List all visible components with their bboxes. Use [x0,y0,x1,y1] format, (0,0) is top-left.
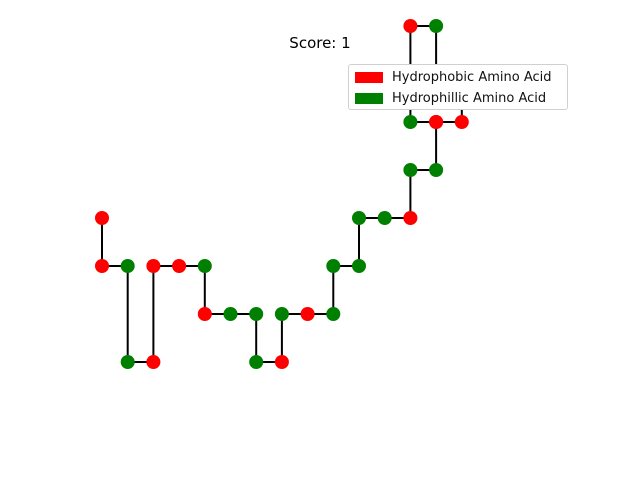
hydrophilic-label: Hydrophillic Amino Acid [392,90,547,106]
hydrophilic-residue [326,307,341,321]
hydrophobic-label: Hydrophobic Amino Acid [392,69,552,85]
legend-row-hydrophobic: Hydrophobic Amino Acid [355,68,552,86]
hydrophilic-residue [352,211,366,225]
hydrophobic-residue [172,259,187,273]
hydrophobic-residue [95,211,109,225]
hydrophilic-residue [120,259,135,273]
hydrophilic-residue [377,211,392,225]
legend: Hydrophobic Amino Acid Hydrophillic Amin… [348,64,568,110]
hydrophobic-swatch [355,71,383,83]
hydrophilic-residue [120,355,135,369]
hydrophilic-residue [429,163,444,177]
hydrophobic-residue [403,211,418,225]
hydrophilic-residue [326,259,341,273]
hydrophilic-residue [352,259,366,273]
hydrophilic-residue [403,115,418,129]
hydrophobic-residue [95,259,109,273]
hydrophilic-residue [223,307,238,321]
hydrophilic-residue [403,163,418,177]
hydrophilic-residue [249,355,264,369]
hydrophilic-residue [249,307,264,321]
hydrophilic-residue [197,259,212,273]
hydrophilic-residue [429,19,444,33]
hydrophobic-residue [146,259,161,273]
legend-row-hydrophilic: Hydrophillic Amino Acid [355,89,546,107]
hydrophobic-residue [429,115,444,129]
hydrophobic-residue [403,19,418,33]
hydrophobic-residue [274,355,289,369]
hydrophobic-residue [146,355,161,369]
hydrophobic-residue [454,115,469,129]
hydrophobic-residue [197,307,212,321]
score-title: Score: 1 [289,34,351,52]
hydrophilic-residue [274,307,289,321]
hydrophobic-residue [300,307,315,321]
hydrophilic-swatch [355,92,383,104]
